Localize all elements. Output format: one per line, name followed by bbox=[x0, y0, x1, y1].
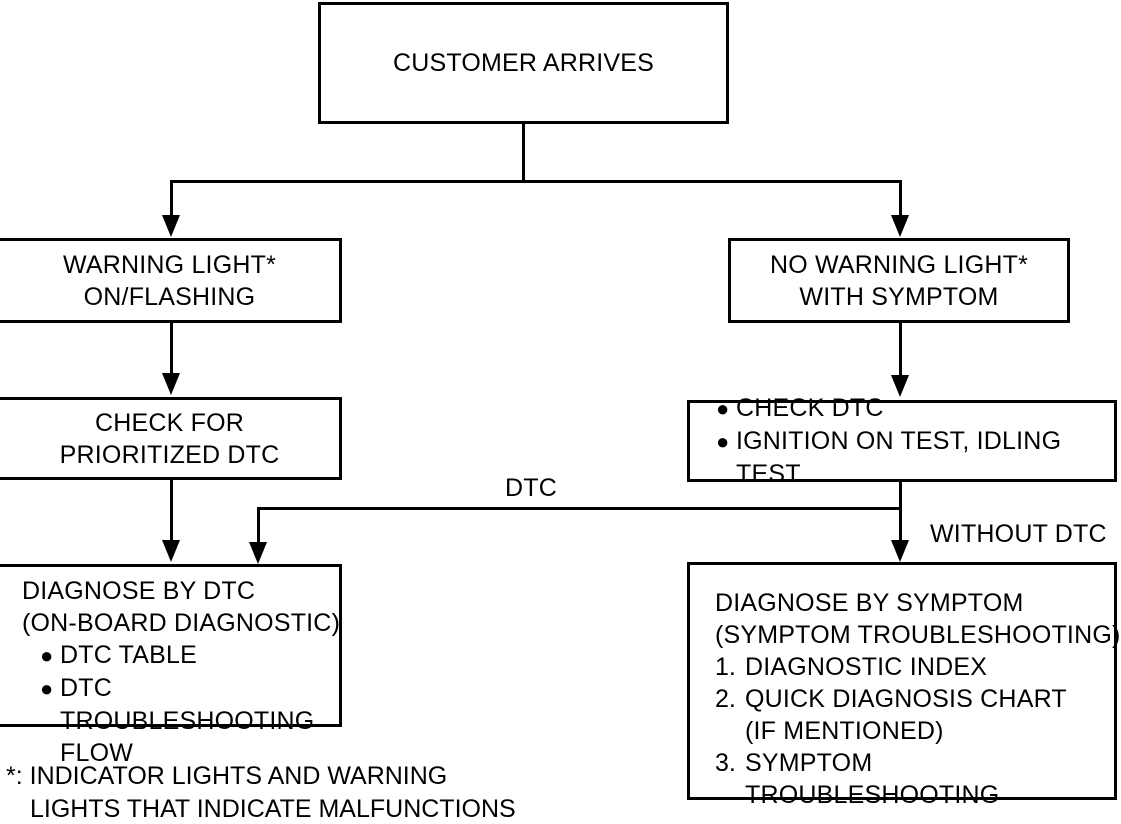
node-no-warning-light-line2: WITH SYMPTOM bbox=[799, 282, 999, 311]
node-check-prioritized-dtc: CHECK FOR PRIORITIZED DTC bbox=[0, 397, 342, 480]
edge-label-dtc: DTC bbox=[505, 474, 557, 502]
connector-dtc-route-horizontal bbox=[257, 507, 902, 510]
node-check-dtc-bullet-2-continuation: TEST bbox=[716, 458, 1114, 490]
node-diagnose-by-dtc-bullet-2-label: DTC bbox=[60, 674, 112, 702]
bullet-dot-icon: ● bbox=[716, 429, 730, 454]
node-diagnose-by-dtc-bullet-2-cont2: FLOW bbox=[22, 737, 339, 769]
node-diagnose-by-symptom-item-3-num: 3. bbox=[715, 749, 736, 777]
connector-left-branch-vertical bbox=[170, 180, 173, 217]
arrowhead-to-check-prioritized-dtc bbox=[162, 373, 180, 395]
node-check-dtc-bullet-2-label: IGNITION ON TEST, IDLING bbox=[736, 427, 1062, 455]
connector-without-dtc-vertical bbox=[899, 507, 902, 544]
node-diagnose-by-symptom-item-3: 3. SYMPTOM bbox=[715, 747, 1114, 779]
arrowhead-check-to-diagnose-by-dtc bbox=[162, 540, 180, 562]
node-diagnose-by-symptom-item-2-num: 2. bbox=[715, 685, 736, 713]
node-diagnose-by-symptom-item-1: 1. DIAGNOSTIC INDEX bbox=[715, 651, 1114, 683]
edge-label-without-dtc: WITHOUT DTC bbox=[930, 520, 1107, 548]
node-diagnose-by-dtc-continuation2: FLOW bbox=[60, 739, 134, 767]
node-diagnose-by-symptom-heading2: (SYMPTOM TROUBLESHOOTING) bbox=[715, 621, 1121, 649]
footnote-line1: *: INDICATOR LIGHTS AND WARNING bbox=[6, 762, 448, 790]
connector-warning-to-check bbox=[170, 323, 173, 375]
node-diagnose-by-symptom-item-3-continuation-label: TROUBLESHOOTING bbox=[745, 781, 1000, 809]
arrowhead-to-diagnose-by-symptom bbox=[891, 540, 909, 562]
node-diagnose-by-dtc-bullet-1-label: DTC TABLE bbox=[60, 641, 198, 669]
node-diagnose-by-symptom-item-3-continuation: TROUBLESHOOTING bbox=[715, 779, 1114, 811]
node-diagnose-by-dtc-heading2: (ON-BOARD DIAGNOSTIC) bbox=[22, 609, 341, 637]
node-no-warning-light: NO WARNING LIGHT* WITH SYMPTOM bbox=[728, 238, 1070, 323]
node-check-dtc-tests: ● CHECK DTC ● IGNITION ON TEST, IDLING T… bbox=[687, 394, 1117, 488]
node-warning-light-line1: WARNING LIGHT* bbox=[63, 250, 276, 279]
arrowhead-dtc-to-diagnose-by-dtc bbox=[249, 542, 267, 564]
node-check-prioritized-dtc-line1: CHECK FOR bbox=[94, 408, 245, 437]
node-diagnose-by-symptom-item-2-continuation-label: (IF MENTIONED) bbox=[745, 717, 944, 745]
bullet-dot-icon: ● bbox=[40, 643, 54, 668]
node-diagnose-by-symptom-item-2-continuation: (IF MENTIONED) bbox=[715, 715, 1114, 747]
arrowhead-to-no-warning-light bbox=[891, 215, 909, 237]
node-warning-light-line2: ON/FLASHING bbox=[83, 282, 256, 311]
node-customer-arrives: CUSTOMER ARRIVES bbox=[318, 2, 729, 124]
node-diagnose-by-dtc-bullet-2: ● DTC bbox=[22, 672, 339, 705]
connector-checkdtc-down bbox=[899, 482, 902, 509]
node-diagnose-by-symptom-item-1-num: 1. bbox=[715, 653, 736, 681]
node-diagnose-by-symptom-item-2-label: QUICK DIAGNOSIS CHART bbox=[745, 685, 1067, 713]
arrowhead-to-check-dtc-tests bbox=[891, 375, 909, 397]
connector-split-horizontal bbox=[170, 180, 902, 183]
node-check-dtc-continuation-label: TEST bbox=[736, 460, 801, 488]
node-diagnose-by-symptom-heading1: DIAGNOSE BY SYMPTOM bbox=[715, 589, 1024, 617]
node-check-prioritized-dtc-line2: PRIORITIZED DTC bbox=[59, 440, 280, 469]
node-warning-light: WARNING LIGHT* ON/FLASHING bbox=[0, 238, 342, 323]
node-diagnose-by-dtc-heading1: DIAGNOSE BY DTC bbox=[22, 577, 256, 605]
node-check-dtc-bullet-1: ● CHECK DTC bbox=[716, 392, 1114, 425]
node-check-dtc-bullet-2: ● IGNITION ON TEST, IDLING bbox=[716, 425, 1114, 458]
connector-nowarning-to-checkdtc bbox=[899, 323, 902, 377]
bullet-dot-icon: ● bbox=[40, 676, 54, 701]
connector-check-to-diagnose bbox=[170, 480, 173, 542]
node-customer-arrives-label: CUSTOMER ARRIVES bbox=[392, 49, 655, 77]
footnote-line2: LIGHTS THAT INDICATE MALFUNCTIONS bbox=[30, 795, 516, 823]
connector-dtc-route-vertical bbox=[257, 507, 260, 544]
arrowhead-to-warning-light bbox=[162, 215, 180, 237]
bullet-dot-icon: ● bbox=[716, 396, 730, 421]
node-diagnose-by-dtc-bullet-2-cont1: TROUBLESHOOTING bbox=[22, 705, 339, 737]
node-diagnose-by-symptom-item-2: 2. QUICK DIAGNOSIS CHART bbox=[715, 683, 1114, 715]
connector-trunk-vertical bbox=[522, 124, 525, 182]
node-diagnose-by-dtc-continuation1: TROUBLESHOOTING bbox=[60, 707, 315, 735]
node-check-dtc-bullet-1-label: CHECK DTC bbox=[736, 394, 884, 422]
node-no-warning-light-line1: NO WARNING LIGHT* bbox=[769, 250, 1029, 279]
node-diagnose-by-symptom-item-3-label: SYMPTOM bbox=[745, 749, 873, 777]
node-diagnose-by-dtc-bullet-1: ● DTC TABLE bbox=[22, 639, 339, 672]
node-diagnose-by-dtc: DIAGNOSE BY DTC (ON-BOARD DIAGNOSTIC) ● … bbox=[0, 564, 342, 767]
connector-right-branch-vertical bbox=[899, 180, 902, 217]
node-diagnose-by-symptom-item-1-label: DIAGNOSTIC INDEX bbox=[745, 653, 988, 681]
node-diagnose-by-symptom: DIAGNOSE BY SYMPTOM (SYMPTOM TROUBLESHOO… bbox=[687, 562, 1121, 809]
